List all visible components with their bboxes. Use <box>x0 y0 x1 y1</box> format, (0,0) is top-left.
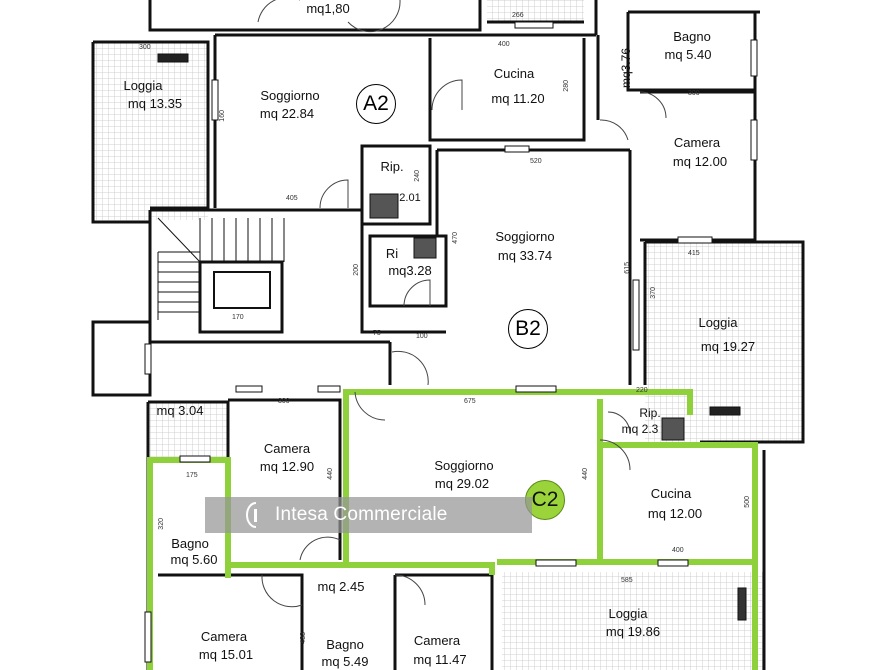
room-corridor-b2-area: mq3.76 <box>619 48 633 89</box>
room-bagno-c2b-name: Bagno <box>326 637 364 652</box>
room-rip-a2-name: Rip. <box>380 159 404 174</box>
appliances <box>157 53 747 621</box>
room-rip-b2-name: Ri <box>385 246 399 261</box>
watermark-banner: Intesa Commerciale <box>205 497 532 533</box>
room-soggiorno-c2-area: mq 29.02 <box>434 476 490 491</box>
watermark-text: Intesa Commerciale <box>275 504 448 525</box>
dim-label: 400 <box>498 41 510 48</box>
dim-label: 585 <box>621 577 633 584</box>
room-loggia-b2-area: mq 19.27 <box>700 339 756 354</box>
room-camera-c2b-area: mq 15.01 <box>198 647 254 662</box>
dim-label: 675 <box>464 398 476 405</box>
dim-label: 266 <box>512 12 524 19</box>
room-soggiorno-a2-name: Soggiorno <box>260 88 320 103</box>
room-camera-c2c-name: Camera <box>413 633 461 648</box>
room-camera-c2a-name: Camera <box>263 441 311 456</box>
dim-label: 405 <box>286 195 298 202</box>
dim-label: 433 <box>300 632 307 644</box>
staircase <box>157 217 285 320</box>
dim-label: 320 <box>158 518 165 530</box>
dim-label: 520 <box>530 158 542 165</box>
dim-label: 240 <box>414 170 421 182</box>
dim-label: 280 <box>563 80 570 92</box>
room-camera-c2c-area: mq 11.47 <box>413 652 467 667</box>
room-bagno-c2b-area: mq 5.49 <box>321 654 369 669</box>
dim-label: 160 <box>219 110 226 122</box>
dim-label: 500 <box>744 496 751 508</box>
watermark-logo-icon <box>246 502 257 528</box>
room-rip-c2-area: mq 2.3 <box>621 422 659 436</box>
room-bagno-b2-area: mq 5.40 <box>664 47 712 62</box>
room-corridor-c2-area: mq 2.45 <box>317 579 365 594</box>
dim-label: 100 <box>416 333 428 340</box>
room-rip-b2-area: mq3.28 <box>388 263 432 278</box>
dim-label: 615 <box>624 262 631 274</box>
unit-marker-a2: A2 <box>356 84 396 124</box>
unit-marker-b2: B2 <box>508 309 548 349</box>
dim-label: 300 <box>688 90 700 97</box>
small-balcony-floor <box>148 402 228 457</box>
dim-label: 300 <box>278 398 290 405</box>
room-camera-c2a-area: mq 12.90 <box>259 459 315 474</box>
room-soggiorno-c2-name: Soggiorno <box>434 458 494 473</box>
dim-label: 370 <box>650 287 657 299</box>
dim-label: 440 <box>327 468 334 480</box>
room-soggiorno-b2-area: mq 33.74 <box>497 248 553 263</box>
room-soggiorno-b2-name: Soggiorno <box>495 229 555 244</box>
room-rip-c2-name: Rip. <box>639 406 661 420</box>
room-rip-a2-area: 2.01 <box>399 192 421 204</box>
loggia-c2-floor <box>502 572 764 670</box>
room-small-c2-area: mq 3.04 <box>156 403 204 418</box>
room-loggia-c2-name: Loggia <box>608 606 648 621</box>
room-loggia-c2-area: mq 19.86 <box>605 624 661 639</box>
dim-label: 220 <box>636 387 648 394</box>
dim-label: 400 <box>672 547 684 554</box>
room-loggia-a2-name: Loggia <box>123 78 163 93</box>
room-loggia-a2-area: mq 13.35 <box>127 96 183 111</box>
dim-label: 200 <box>353 264 360 276</box>
dim-label: 170 <box>232 314 244 321</box>
windows <box>144 21 758 663</box>
room-cucina-c2-area: mq 12.00 <box>647 506 703 521</box>
dim-label: 175 <box>186 472 198 479</box>
loggia-a2-floor <box>93 42 208 220</box>
dim-label: 415 <box>688 250 700 257</box>
room-camera-b2-name: Camera <box>673 135 721 150</box>
room-camera-b2-area: mq 12.00 <box>672 154 728 169</box>
dim-label: 470 <box>452 232 459 244</box>
room-top-partial-area: mq1,80 <box>306 1 350 16</box>
dim-label: 440 <box>582 468 589 480</box>
dim-label: 75 <box>373 330 381 337</box>
room-bagno-c2a-name: Bagno <box>171 536 209 551</box>
room-bagno-b2-name: Bagno <box>673 29 711 44</box>
room-loggia-b2-name: Loggia <box>698 315 738 330</box>
room-soggiorno-a2-area: mq 22.84 <box>259 106 315 121</box>
room-bagno-c2a-area: mq 5.60 <box>170 552 218 567</box>
room-camera-c2b-name: Camera <box>200 629 248 644</box>
doors <box>257 0 667 608</box>
dim-label: 300 <box>139 44 151 51</box>
top-balcony-floor <box>487 0 584 22</box>
room-cucina-c2-name: Cucina <box>650 486 692 501</box>
room-cucina-a2-area: mq 11.20 <box>491 91 545 106</box>
room-cucina-a2-name: Cucina <box>493 66 535 81</box>
